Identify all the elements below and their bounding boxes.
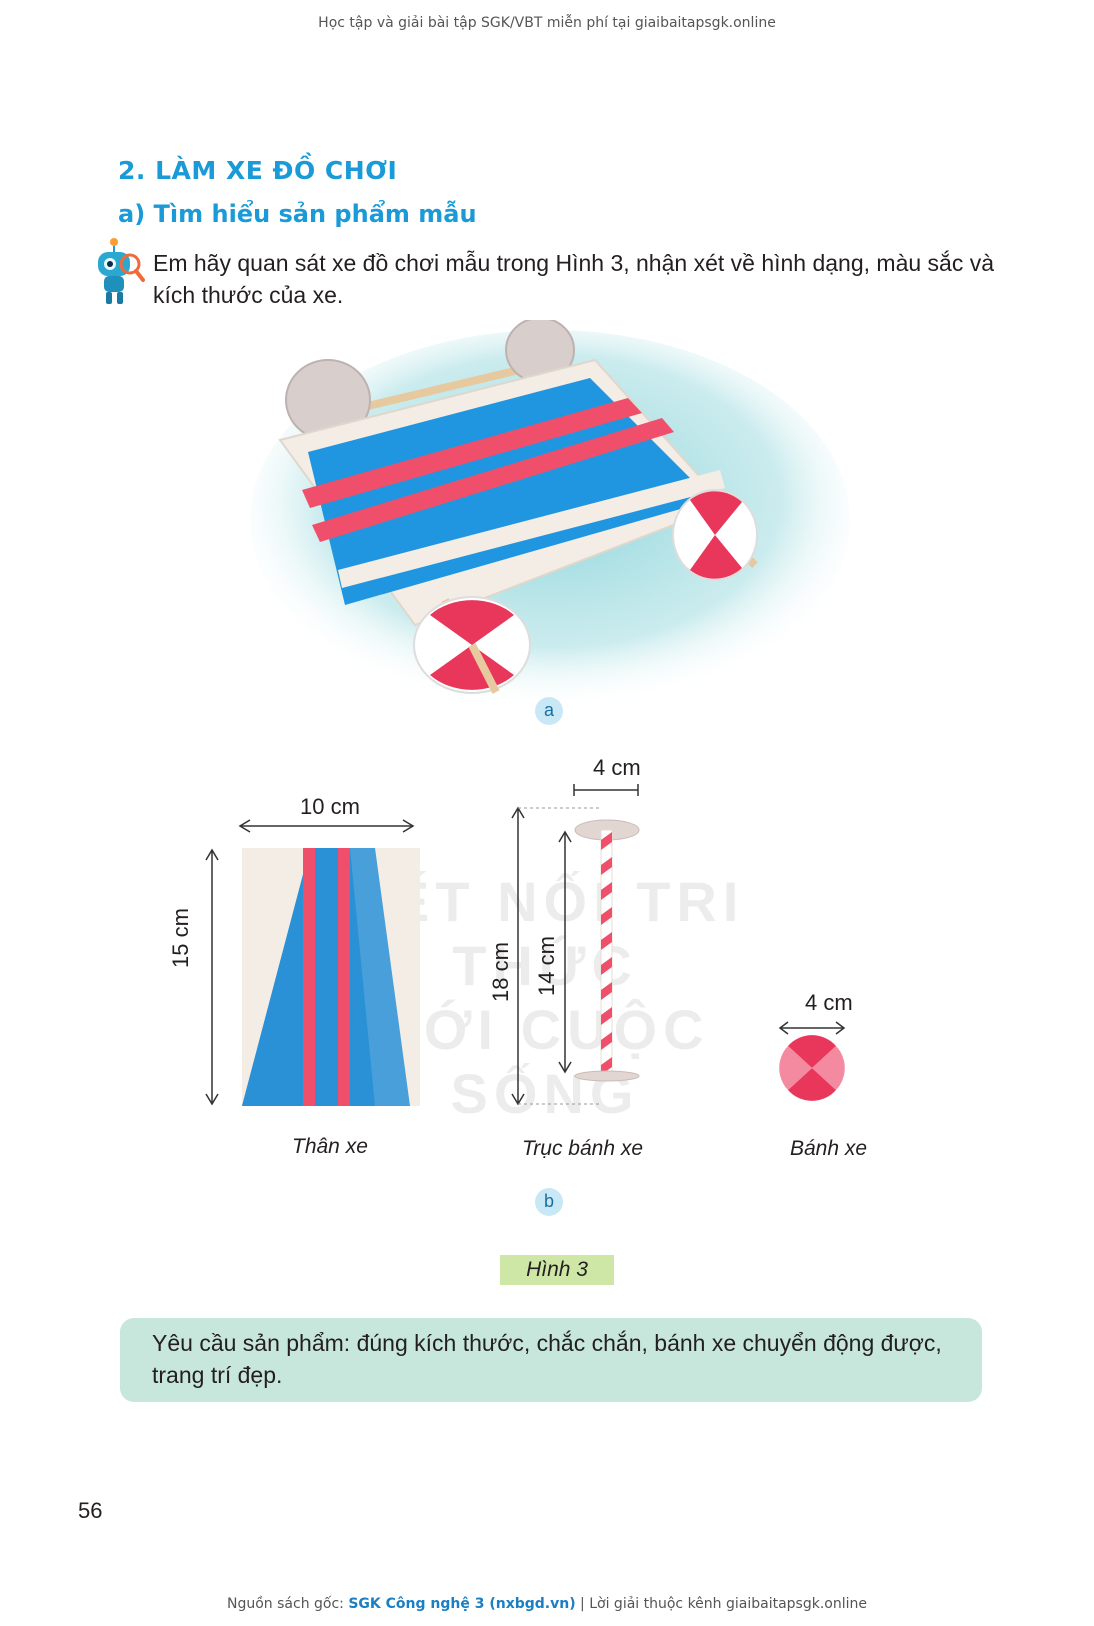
body-caption: Thân xe — [292, 1135, 368, 1158]
section-subtitle: a) Tìm hiểu sản phẩm mẫu — [118, 200, 477, 228]
figure-caption: Hình 3 — [500, 1255, 614, 1285]
body-height-label: 15 cm — [168, 908, 193, 968]
header-note: Học tập và giải bài tập SGK/VBT miễn phí… — [318, 15, 776, 31]
wheel-diameter-label: 4 cm — [805, 990, 853, 1015]
requirement-box — [120, 1318, 982, 1402]
page-number: 56 — [78, 1498, 103, 1523]
requirement-text: Yêu cầu sản phẩm: đúng kích thước, chắc … — [152, 1330, 942, 1388]
footer-suffix: | Lời giải thuộc kênh giaibaitapsgk.onli… — [575, 1596, 867, 1612]
footer-source-link[interactable]: SGK Công nghệ 3 (nxbgd.vn) — [348, 1596, 576, 1612]
body-width-label: 10 cm — [300, 794, 360, 819]
axle-top-label: 4 cm — [593, 755, 641, 780]
dimension-diagram — [205, 784, 846, 1106]
question-text: Em hãy quan sát xe đồ chơi mẫu trong Hìn… — [153, 250, 995, 308]
axle-outer-label: 18 cm — [488, 942, 513, 1002]
figure-label-b: b — [535, 1188, 563, 1216]
wheel-drawing — [779, 1035, 845, 1101]
axle-caption: Trục bánh xe — [522, 1137, 644, 1160]
wheel-caption: Bánh xe — [790, 1137, 868, 1160]
car-body-drawing — [242, 848, 420, 1106]
front-left-wheel — [413, 596, 531, 694]
robot-mascot-icon — [98, 238, 145, 304]
figure-label-a: a — [535, 697, 563, 725]
toy-car-illustration — [250, 320, 850, 710]
front-right-wheel — [672, 489, 758, 581]
axle-inner-label: 14 cm — [534, 936, 559, 996]
section-title: 2. LÀM XE ĐỒ CHƠI — [118, 156, 398, 185]
footer-prefix: Nguồn sách gốc: — [227, 1596, 349, 1612]
footer: Nguồn sách gốc: SGK Công nghệ 3 (nxbgd.v… — [0, 1596, 1094, 1612]
axle-drawing — [574, 819, 640, 1082]
